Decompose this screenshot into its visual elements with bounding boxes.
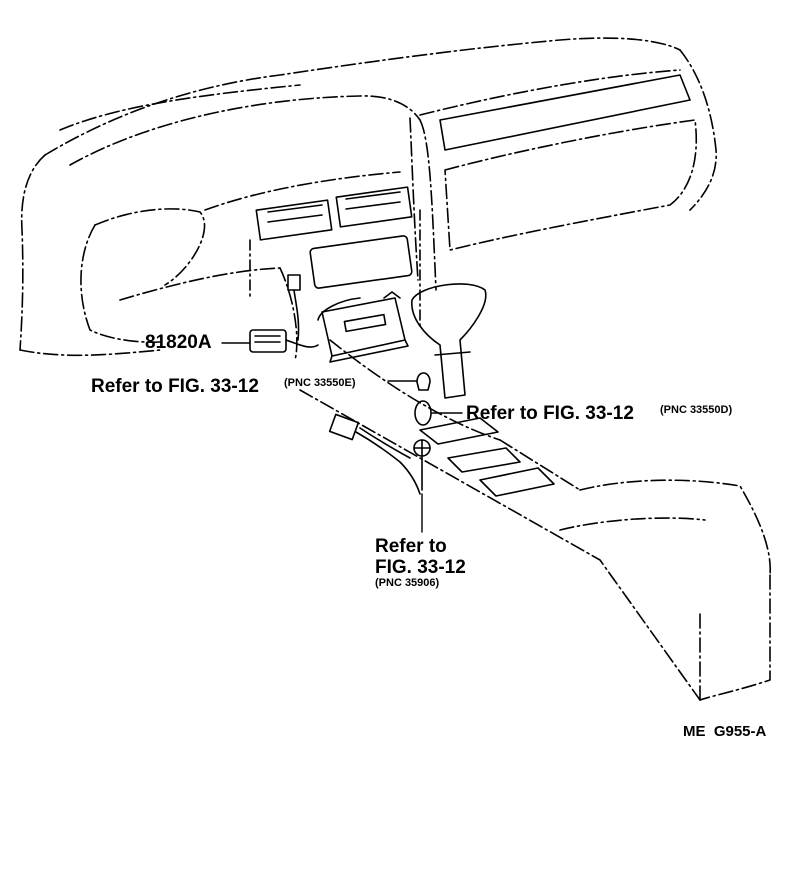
label-pnc-33550d: (PNC 33550D) [660, 404, 733, 416]
leader-lines [221, 342, 463, 533]
label-ref-33550d: Refer to FIG. 33-12 [466, 403, 634, 424]
center-console [299, 339, 771, 701]
label-pnc-33550e: (PNC 33550E) [284, 377, 356, 389]
label-81820a: 81820A [145, 332, 212, 353]
console-pockets [419, 417, 555, 497]
vent-right [335, 186, 413, 228]
radio-slot [309, 235, 413, 289]
bulb-33550e [416, 372, 431, 391]
shift-lever [411, 283, 487, 399]
label-pnc-35906: (PNC 35906) [375, 577, 440, 589]
control-unit [317, 291, 409, 363]
vent-left [255, 199, 333, 241]
center-stack [249, 186, 421, 331]
bulb-33550d [414, 400, 432, 426]
label-ref-33550e: Refer to FIG. 33-12 [91, 376, 259, 397]
connector-81820a [249, 274, 319, 353]
right-dash-panel [439, 74, 698, 251]
label-ref-35906-line1: Refer to [375, 536, 447, 557]
socket-35906 [413, 439, 431, 491]
lower-harness [328, 413, 421, 495]
left-dash-panel [80, 171, 401, 361]
dashboard-outline [19, 37, 717, 357]
label-ref-35906-line2: FIG. 33-12 [375, 557, 466, 578]
drawing-code: ME G955-A [683, 723, 767, 740]
